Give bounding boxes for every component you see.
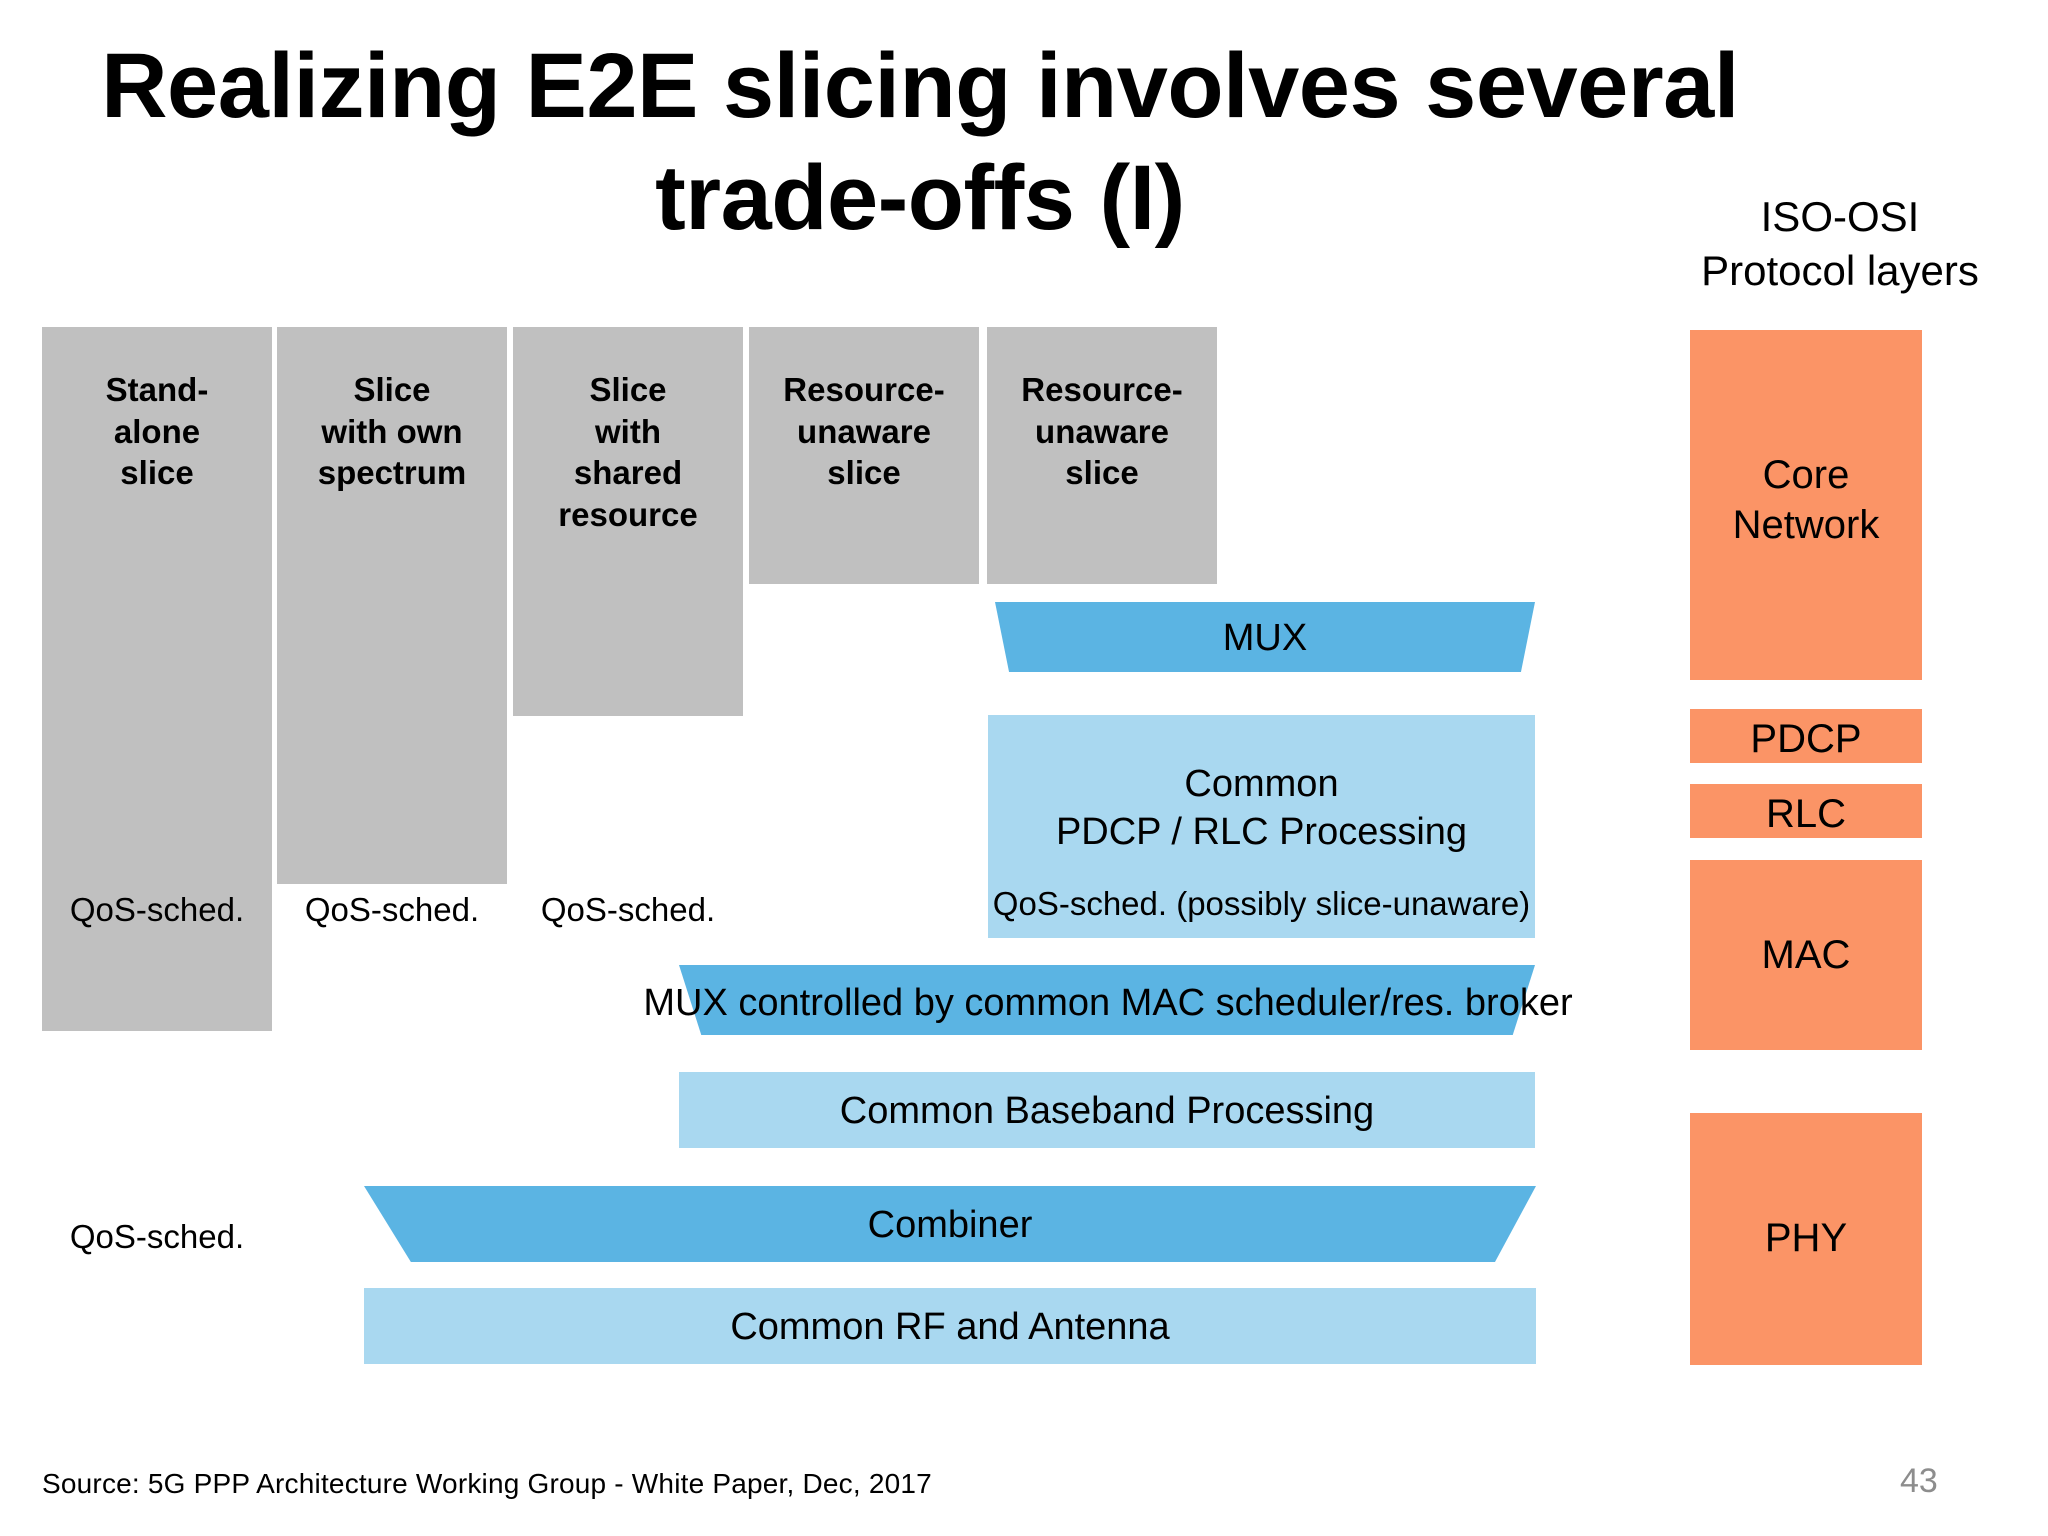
osi-layer-label: Core Network [1732,453,1880,547]
qos-sched-label-shared-resource: QoS-sched. [540,891,716,928]
osi-layer-label: MAC [1761,933,1851,977]
osi-layer-pdcp: PDCP [1690,709,1922,763]
page-number: 43 [1900,1462,1938,1500]
osi-layer-phy: PHY [1690,1113,1922,1365]
combiner-block: Combiner [364,1186,1536,1262]
osi-layer-label: RLC [1765,792,1847,836]
slice-column-own-spectrum: Slice with own spectrum [277,327,507,884]
iso-osi-heading: ISO-OSI Protocol layers [1701,193,1979,294]
slice-column-stand-alone: Stand- alone slice QoS-sched. [42,327,272,1255]
qos-sched-label-standalone-overlay: QoS-sched. [69,891,245,928]
slice-column-header: Resource- unaware slice [1021,371,1183,492]
mux-mac-scheduler-block [679,965,1535,1035]
mux-label: MUX [1222,617,1308,659]
slice-column-header: Slice with own spectrum [317,371,467,492]
slice-column-resource-unaware-1: Resource- unaware slice [749,327,979,584]
osi-layer-label: PDCP [1750,717,1862,761]
mux-block: MUX [995,602,1535,672]
mux-mac-scheduler-label: MUX controlled by common MAC scheduler/r… [643,982,1573,1024]
common-baseband-block: Common Baseband Processing [679,1072,1535,1148]
slice-column-header: Slice with shared resource [558,371,698,533]
common-baseband-label: Common Baseband Processing [839,1090,1375,1132]
common-rf-antenna-block: Common RF and Antenna [364,1288,1536,1364]
common-pdcp-rlc-qos-label: QoS-sched. (possibly slice-unaware) [992,885,1531,922]
common-pdcp-rlc-block: Common PDCP / RLC Processing QoS-sched. … [988,715,1535,938]
source-note: Source: 5G PPP Architecture Working Grou… [42,1468,932,1499]
osi-layer-mac: MAC [1690,860,1922,1050]
slice-column-resource-unaware-2: Resource- unaware slice [987,327,1217,584]
qos-sched-label: QoS-sched. [69,1218,245,1255]
osi-layer-label: PHY [1764,1216,1848,1260]
combiner-label: Combiner [867,1204,1033,1246]
qos-sched-label-own-spectrum: QoS-sched. [304,891,480,928]
slice-column-shared-resource: Slice with shared resource [513,327,743,716]
page-title: Realizing E2E slicing involves several t… [101,35,1739,250]
common-pdcp-rlc-label: Common PDCP / RLC Processing [1055,763,1468,853]
common-rf-antenna-label: Common RF and Antenna [730,1306,1170,1348]
slice-column-header: Stand- alone slice [105,371,209,492]
osi-layer-rlc: RLC [1690,784,1922,838]
slice-column-header: Resource- unaware slice [783,371,945,492]
osi-layer-core-network: Core Network [1690,330,1922,680]
